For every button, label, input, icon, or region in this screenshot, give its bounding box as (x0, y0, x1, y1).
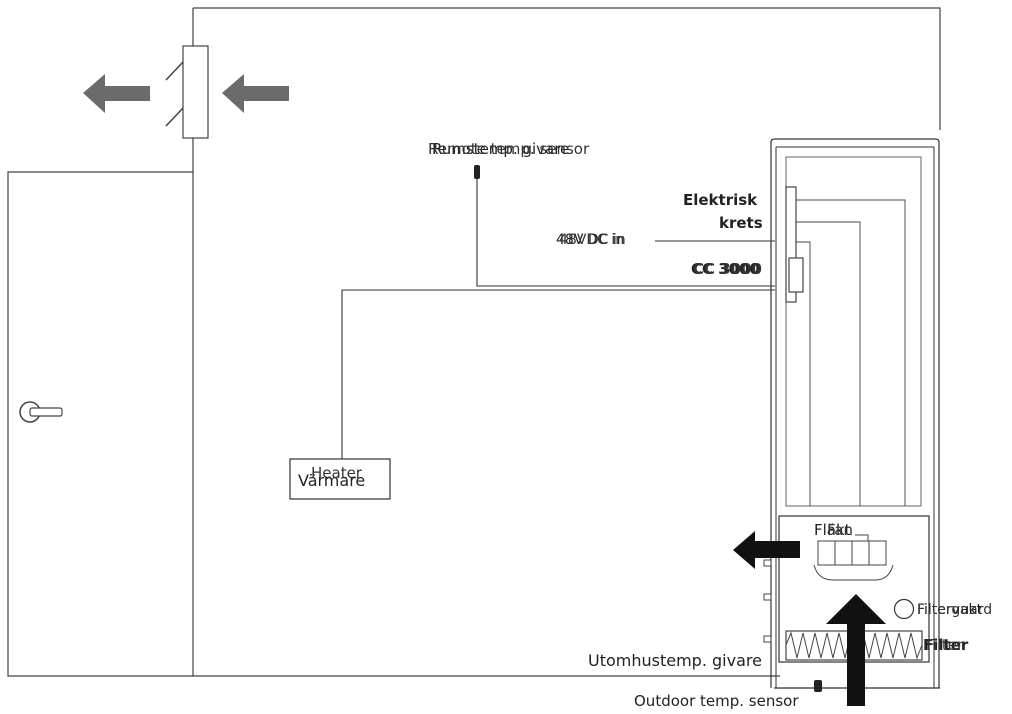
filter-label-sv: Filter (923, 636, 969, 654)
circuit-label-line2: krets (719, 214, 763, 232)
remote-sensor-label-sv: Rumstemp. givare (432, 140, 570, 158)
power-label-sv: 48V DC in (556, 232, 626, 248)
electrical-circuit-board (785, 186, 797, 303)
filter-label-en: Filter (926, 636, 964, 654)
remote-sensor-label-en: Remote temp. sensor (428, 140, 590, 158)
fan-label-en: Fan (827, 521, 853, 539)
outdoor-sensor-probe (814, 680, 822, 692)
air-intake-arrow-icon (826, 594, 886, 706)
heater-label-sv: Värmare (298, 471, 366, 490)
wall-vent (165, 45, 209, 139)
controller-module (788, 257, 804, 293)
heater-box (289, 458, 391, 500)
outdoor-sensor-label-en: Outdoor temp. sensor (634, 692, 799, 710)
remote-sensor-probe (474, 165, 480, 179)
internal-wiring (796, 199, 906, 506)
remote-sensor-cable (476, 179, 775, 287)
filter-guard-icon (893, 598, 915, 620)
fan-icon (813, 534, 894, 581)
filter-guard-label-en: Filterguard (917, 602, 993, 618)
heater-cable (341, 289, 775, 459)
controller-label-overlay: CC 3000 (693, 260, 762, 278)
circuit-label-line1: Elektrisk (683, 191, 758, 209)
power-label-en: 48VDC in (559, 232, 625, 248)
outdoor-sensor-label-sv: Utomhustemp. givare (588, 651, 762, 670)
filter-guard-label-sv: Filtervakt (917, 602, 983, 618)
heater-label-en: Heater (311, 464, 362, 482)
side-fittings (763, 559, 772, 643)
controller-label: CC 3000 (691, 260, 760, 278)
door (7, 171, 193, 677)
fan-exhaust-arrow-icon (733, 531, 800, 569)
fan-label-sv: Fläkt (814, 521, 851, 539)
exhaust-arrow-icon (83, 74, 150, 113)
intake-arrow-icon (222, 74, 289, 113)
